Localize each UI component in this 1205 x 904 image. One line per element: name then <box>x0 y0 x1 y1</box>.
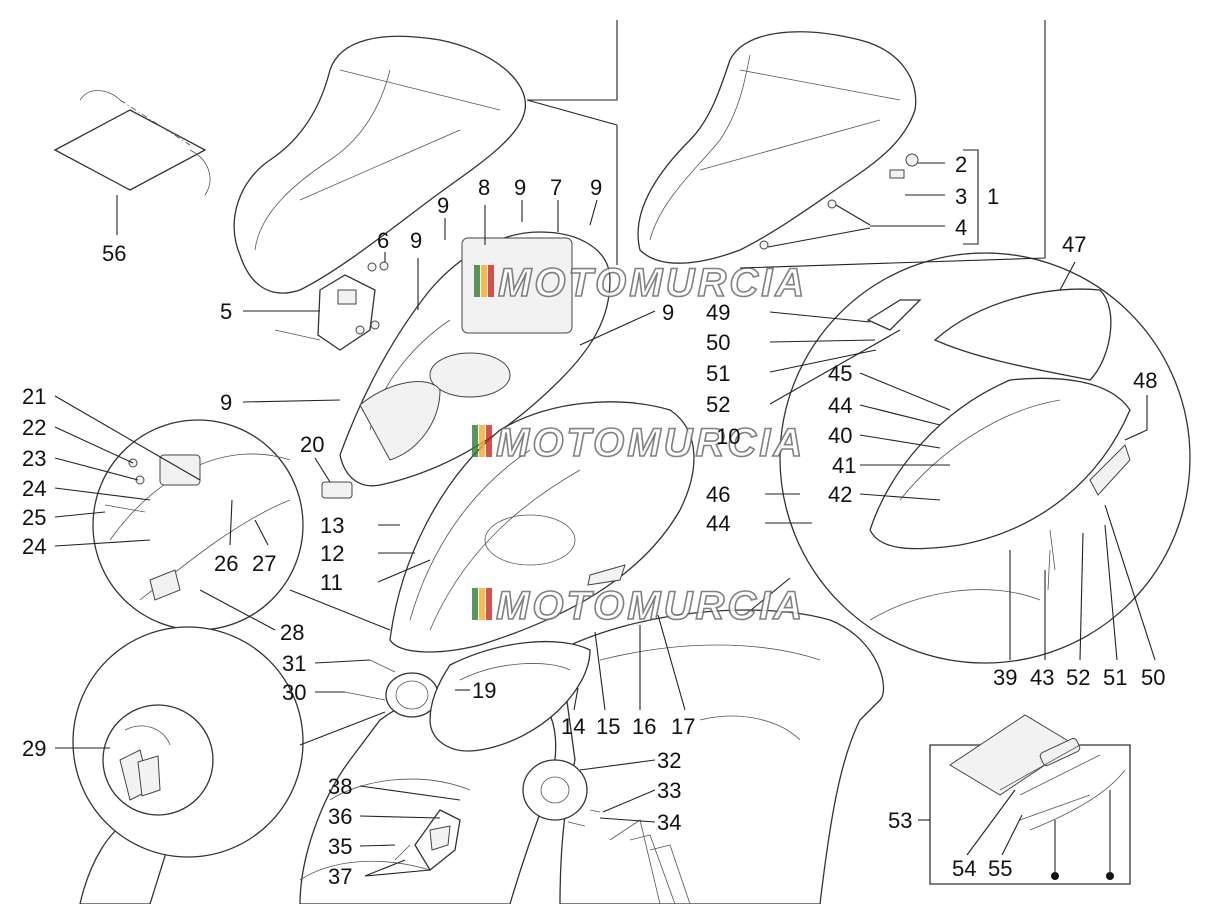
callout-8: 8 <box>478 175 490 200</box>
callout-6: 6 <box>377 228 389 253</box>
detail-circle-right <box>744 252 1191 664</box>
callout-29: 29 <box>22 736 46 761</box>
hinge-part-5 <box>274 261 389 351</box>
callout-44b: 44 <box>706 511 730 536</box>
watermark-logo-1: MOTOMURCIA <box>474 260 807 306</box>
callout-5: 5 <box>220 299 232 324</box>
callout-17: 17 <box>671 714 695 739</box>
callout-26: 26 <box>214 551 238 576</box>
callout-9d: 9 <box>410 228 422 253</box>
callout-20: 20 <box>300 432 324 457</box>
watermark-logo-2: MOTOMURCIA <box>472 420 805 466</box>
callout-49: 49 <box>706 300 730 325</box>
callout-55: 55 <box>988 856 1012 881</box>
callout-54: 54 <box>952 856 976 881</box>
callout-9a: 9 <box>437 193 449 218</box>
latch-part-20 <box>321 481 353 499</box>
seat-right-drawing <box>637 31 919 264</box>
callout-33: 33 <box>657 778 681 803</box>
callout-13: 13 <box>320 513 344 538</box>
callout-16: 16 <box>632 714 656 739</box>
callout-51a: 51 <box>706 361 730 386</box>
leader-lines <box>54 20 1156 877</box>
watermark-text-3: MOTOMURCIA <box>496 584 805 628</box>
callout-36: 36 <box>328 804 352 829</box>
seat-pan-drawing <box>339 231 611 487</box>
callout-3: 3 <box>955 184 967 209</box>
detail-circle-left <box>92 419 391 631</box>
callout-23: 23 <box>22 446 46 471</box>
seat-left-drawing <box>233 35 526 294</box>
watermark-text-2: MOTOMURCIA <box>496 421 805 465</box>
callout-9c: 9 <box>590 175 602 200</box>
callout-2: 2 <box>955 152 967 177</box>
callout-38: 38 <box>328 774 352 799</box>
callout-45: 45 <box>828 361 852 386</box>
callout-24a: 24 <box>22 476 46 501</box>
callout-12: 12 <box>320 541 344 566</box>
callout-9e: 9 <box>662 300 674 325</box>
detail-circle-lock <box>72 626 386 858</box>
callout-53: 53 <box>888 808 912 833</box>
callout-40: 40 <box>828 423 852 448</box>
callout-34: 34 <box>657 810 681 835</box>
callout-39: 39 <box>993 665 1017 690</box>
watermark-logo-3: MOTOMURCIA <box>472 583 805 629</box>
callout-42: 42 <box>828 482 852 507</box>
callout-10: 10 <box>716 424 740 449</box>
callout-56: 56 <box>102 241 126 266</box>
callout-51b: 51 <box>1103 665 1127 690</box>
callout-50a: 50 <box>706 330 730 355</box>
callout-46: 46 <box>706 482 730 507</box>
callout-30: 30 <box>282 680 306 705</box>
callout-35: 35 <box>328 834 352 859</box>
callout-48: 48 <box>1133 368 1157 393</box>
callout-52a: 52 <box>706 392 730 417</box>
cover-part-16 <box>429 640 591 752</box>
seat-frame-drawing <box>389 401 695 653</box>
callout-27: 27 <box>252 551 276 576</box>
callout-11: 11 <box>320 570 343 595</box>
hook-part-36 <box>394 809 461 871</box>
callout-31: 31 <box>282 651 306 676</box>
hub-part-32 <box>522 759 601 827</box>
callout-1: 1 <box>987 184 999 209</box>
callout-7: 7 <box>550 175 562 200</box>
callout-22: 22 <box>22 415 46 440</box>
toolkit-box <box>929 714 1131 885</box>
callout-52b: 52 <box>1066 665 1090 690</box>
callout-32: 32 <box>657 748 681 773</box>
callout-21: 21 <box>22 384 46 409</box>
callout-41: 41 <box>832 453 856 478</box>
bag-part-56 <box>53 90 211 196</box>
callout-37: 37 <box>328 864 352 889</box>
callout-44a: 44 <box>828 393 852 418</box>
callout-24b: 24 <box>22 534 46 559</box>
callout-25: 25 <box>22 505 46 530</box>
callout-28: 28 <box>280 620 304 645</box>
callout-15: 15 <box>596 714 620 739</box>
callout-47: 47 <box>1062 232 1086 257</box>
callout-9b: 9 <box>514 175 526 200</box>
callout-4: 4 <box>955 215 967 240</box>
watermark-text-1: MOTOMURCIA <box>498 261 807 305</box>
callout-43: 43 <box>1030 665 1054 690</box>
callout-50b: 50 <box>1141 665 1165 690</box>
callout-labels: 1 2 3 4 5 6 7 8 9 9 9 9 9 9 10 11 12 13 … <box>22 152 1165 889</box>
callout-14: 14 <box>561 714 585 739</box>
callout-19: 19 <box>472 678 496 703</box>
callout-9f: 9 <box>220 390 232 415</box>
watermark-group: MOTOMURCIA MOTOMURCIA MOTOMURCIA <box>472 260 807 629</box>
